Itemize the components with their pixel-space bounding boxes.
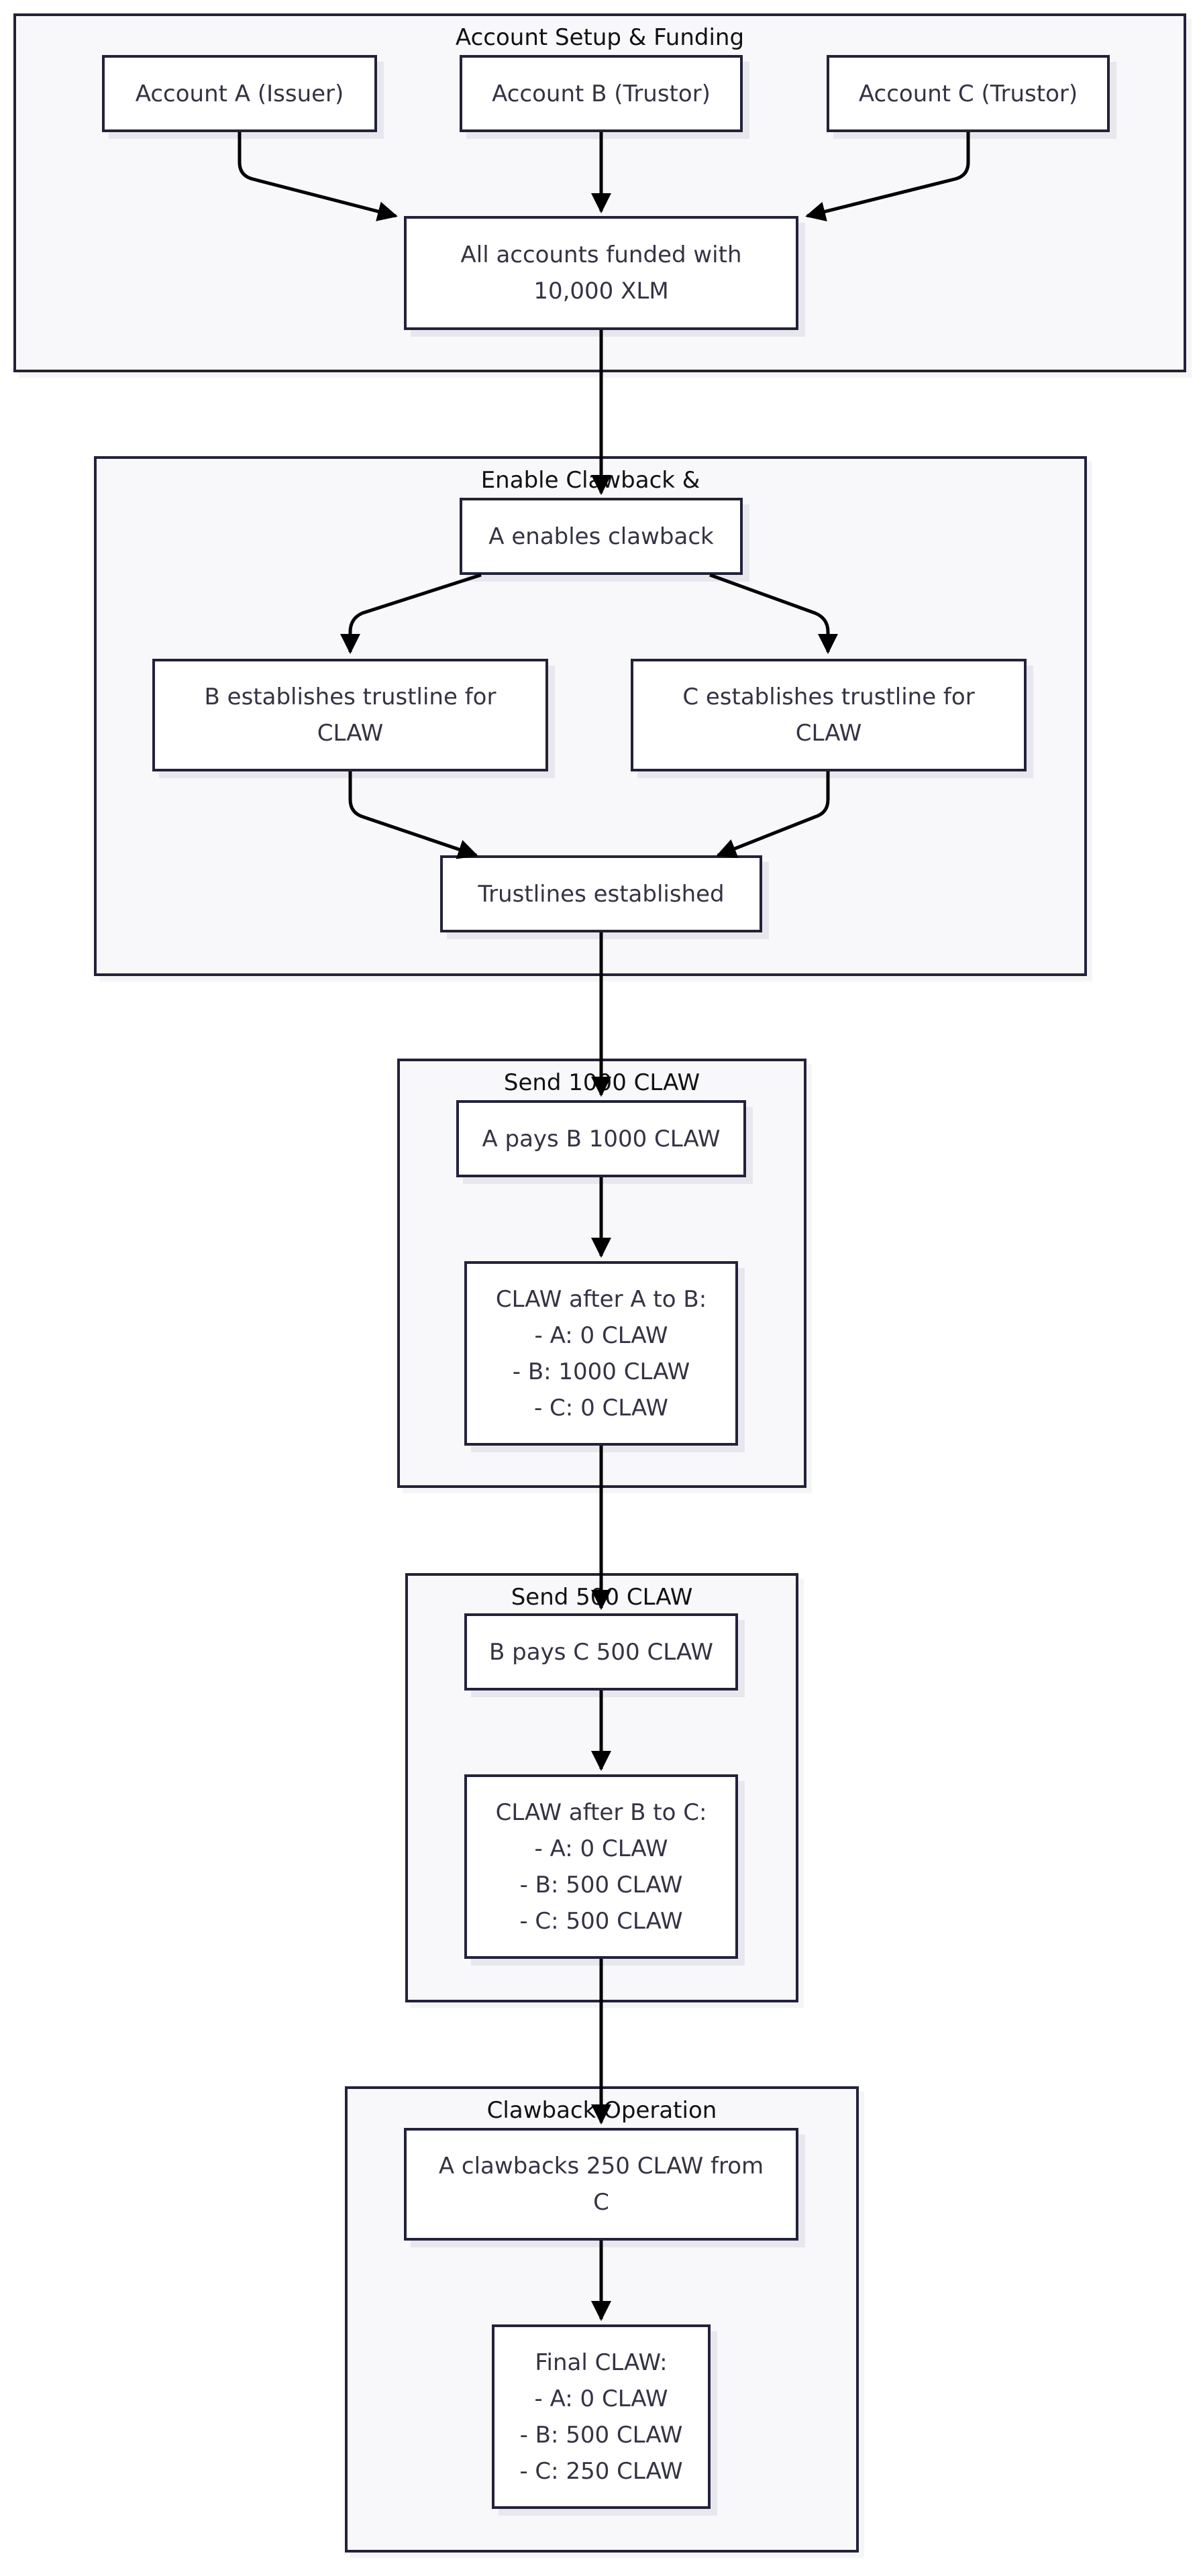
node-label: C establishes trustline for CLAW (682, 684, 975, 747)
node-b-trustline[interactable]: B establishes trustline for CLAW (152, 659, 548, 771)
cluster-title: Enable Clawback & (480, 467, 700, 494)
node-label: Account C (Trustor) (858, 80, 1078, 107)
node-label: All accounts funded with 10,000 XLM (460, 241, 742, 305)
node-label: A clawbacks 250 CLAW from C (438, 2153, 764, 2216)
cluster-title: Clawback Operation (486, 2097, 717, 2124)
cluster-title: Send 1000 CLAW (503, 1069, 700, 1096)
node-account-c-trustor[interactable]: Account C (Trustor) (827, 55, 1110, 132)
node-label: Account A (Issuer) (135, 80, 344, 107)
node-account-a-issuer[interactable]: Account A (Issuer) (102, 55, 377, 132)
node-final-claw[interactable]: Final CLAW: - A: 0 CLAW - B: 500 CLAW - … (492, 2324, 711, 2509)
node-a-pays-b[interactable]: A pays B 1000 CLAW (456, 1100, 746, 1177)
cluster-title: Account Setup & Funding (455, 24, 745, 51)
node-label: CLAW after A to B: - A: 0 CLAW - B: 1000… (495, 1285, 707, 1421)
node-label: A enables clawback (488, 523, 714, 550)
node-a-enables-clawback[interactable]: A enables clawback (460, 498, 743, 575)
node-trustlines-established[interactable]: Trustlines established (440, 855, 762, 932)
node-label: Final CLAW: - A: 0 CLAW - B: 500 CLAW - … (519, 2349, 683, 2485)
node-account-b-trustor[interactable]: Account B (Trustor) (460, 55, 743, 132)
node-label: B pays C 500 CLAW (489, 1638, 713, 1666)
node-label: B establishes trustline for CLAW (204, 684, 497, 747)
node-a-clawbacks[interactable]: A clawbacks 250 CLAW from C (404, 2128, 798, 2241)
node-c-trustline[interactable]: C establishes trustline for CLAW (631, 659, 1027, 771)
node-label: Account B (Trustor) (492, 80, 711, 107)
node-b-pays-c[interactable]: B pays C 500 CLAW (464, 1613, 738, 1690)
cluster-title: Send 500 CLAW (511, 1584, 693, 1611)
node-claw-after-a-to-b[interactable]: CLAW after A to B: - A: 0 CLAW - B: 1000… (464, 1261, 738, 1446)
node-claw-after-b-to-c[interactable]: CLAW after B to C: - A: 0 CLAW - B: 500 … (464, 1774, 738, 1959)
node-label: Trustlines established (478, 880, 725, 908)
node-label: A pays B 1000 CLAW (482, 1125, 721, 1152)
node-accounts-funded[interactable]: All accounts funded with 10,000 XLM (404, 216, 798, 330)
node-label: CLAW after B to C: - A: 0 CLAW - B: 500 … (495, 1799, 707, 1935)
